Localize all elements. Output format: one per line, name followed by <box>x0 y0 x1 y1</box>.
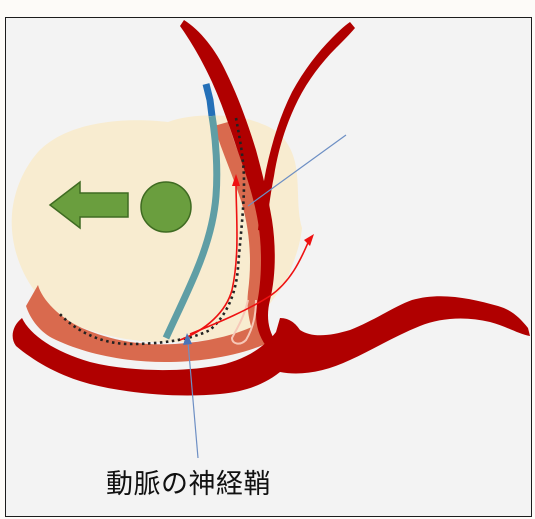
nerve-blue-segment <box>206 84 212 116</box>
red-arrowhead-2 <box>304 234 314 246</box>
caption-label: 動脈の神経鞘 <box>106 462 271 501</box>
green-circle-icon <box>141 182 191 232</box>
